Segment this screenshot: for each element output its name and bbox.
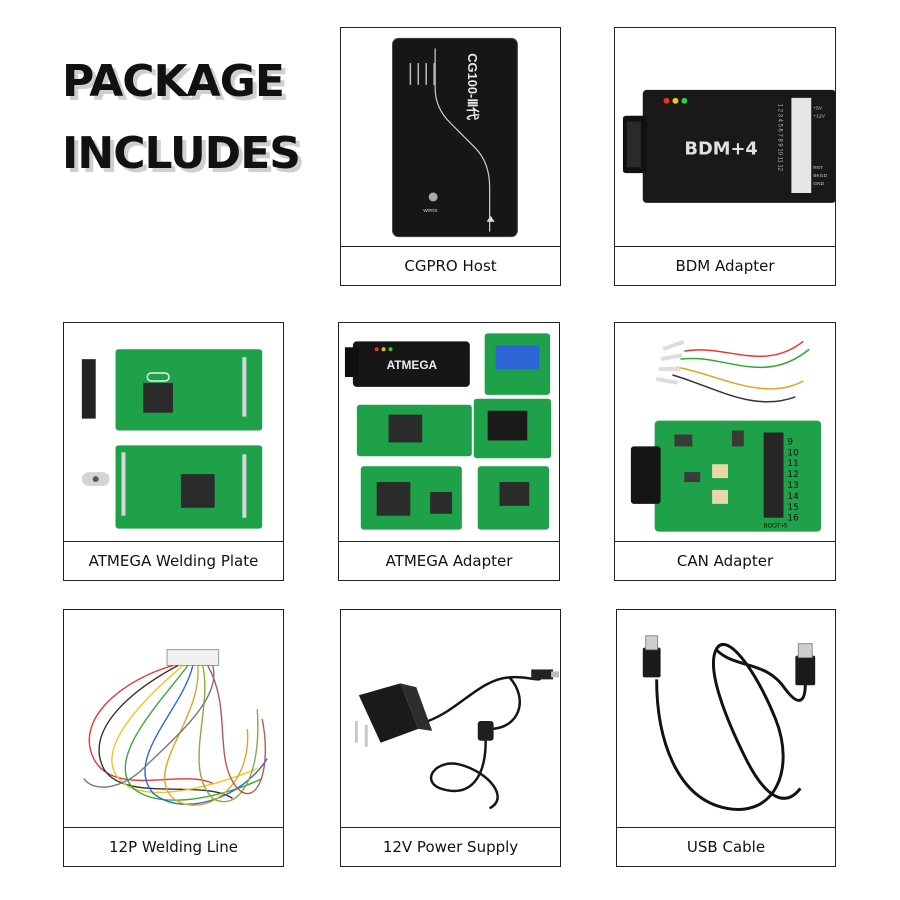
item-card-bdm-adapter: BDM+4 1 2 3 4 5 6 7 8 9 10 11 12 +5V +12… (614, 27, 836, 286)
item-card-power-supply: 12V Power Supply (340, 609, 561, 867)
item-caption: 12P Welding Line (64, 827, 283, 866)
can-pin-10: 10 (787, 448, 799, 458)
item-card-atmega-adapter: ATMEGA ATMEGA Adapter (338, 322, 560, 581)
cgpro-device-label: CG100-Ⅲ代 (465, 53, 480, 120)
item-card-atmega-welding-plate: ATMEGA Welding Plate (63, 322, 284, 581)
page-heading-line2: INCLUDES (62, 128, 301, 179)
atmega-adapter-image: ATMEGA (339, 323, 559, 542)
can-pin-14: 14 (787, 492, 799, 502)
atmega-device-label: ATMEGA (387, 358, 438, 372)
can-pin-15: 15 (787, 503, 798, 513)
item-card-cgpro-host: CG100-Ⅲ代 W/R/S CGPRO Host (340, 27, 561, 286)
bdm-pin-label-12v: +12V (813, 114, 825, 120)
bdm-adapter-image: BDM+4 1 2 3 4 5 6 7 8 9 10 11 12 +5V +12… (615, 28, 835, 247)
bdm-device-label: BDM+4 (684, 138, 757, 159)
item-caption: ATMEGA Adapter (339, 541, 559, 580)
can-pin-9: 9 (787, 437, 793, 447)
atmega-welding-plate-image (64, 323, 283, 542)
item-card-usb-cable: USB Cable (616, 609, 836, 867)
item-caption: CAN Adapter (615, 541, 835, 580)
bdm-pin-label-gnd: GND (813, 181, 824, 187)
item-caption: BDM Adapter (615, 246, 835, 285)
usb-cable-image (617, 610, 835, 828)
bdm-pin-label-5v: +5V (813, 106, 823, 112)
cgpro-button-label: W/R/S (423, 208, 438, 214)
can-pin-13: 13 (787, 481, 798, 491)
item-card-welding-line: 12P Welding Line (63, 609, 284, 867)
power-supply-image (341, 610, 560, 828)
can-boot-label: BOOT+5 (764, 524, 788, 530)
item-card-can-adapter: 9 10 11 12 13 14 15 16 BOOT+5 CAN Adapte… (614, 322, 836, 581)
can-pin-12: 12 (787, 470, 798, 480)
bdm-pin-label-rst: RST (813, 165, 823, 171)
item-caption: 12V Power Supply (341, 827, 560, 866)
cgpro-host-image: CG100-Ⅲ代 W/R/S (341, 28, 560, 247)
can-adapter-image: 9 10 11 12 13 14 15 16 BOOT+5 (615, 323, 835, 542)
bdm-pin-numbers: 1 2 3 4 5 6 7 8 9 10 11 12 (777, 104, 783, 171)
item-caption: USB Cable (617, 827, 835, 866)
can-pin-16: 16 (787, 514, 799, 524)
page-heading-line1: PACKAGE (62, 56, 285, 107)
item-caption: ATMEGA Welding Plate (64, 541, 283, 580)
welding-line-image (64, 610, 283, 828)
bdm-pin-label-bkgd: BKGD (813, 173, 827, 179)
item-caption: CGPRO Host (341, 246, 560, 285)
can-pin-11: 11 (787, 459, 798, 469)
